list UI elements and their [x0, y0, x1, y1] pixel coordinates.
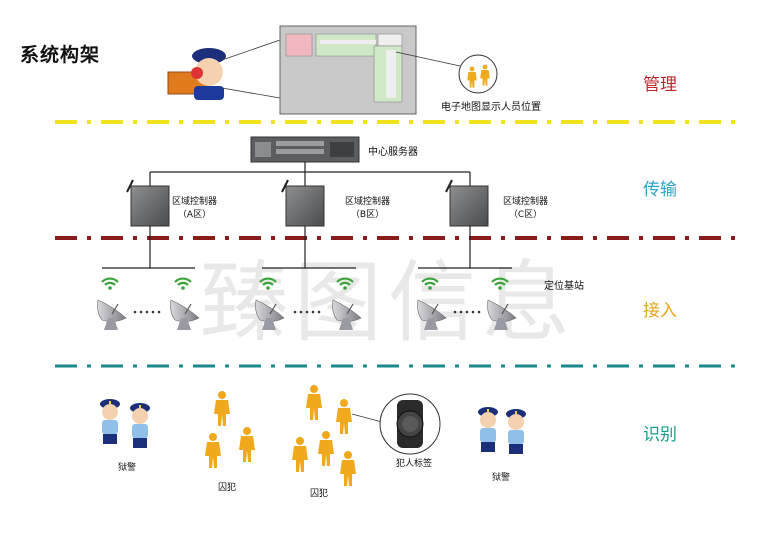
personnel-location-icon — [458, 54, 498, 94]
base-station-label: 定位基站 — [544, 281, 584, 292]
prisoner-tag-icon — [351, 393, 441, 455]
controller-c-label: 区域控制器（C区） — [503, 197, 549, 220]
diagram-title: 系统构架 — [20, 44, 101, 66]
layer-label-management: 管理 — [643, 75, 677, 95]
layer-label-transmission: 传输 — [643, 180, 677, 200]
controller-a-label: 区域控制器（A区） — [172, 197, 218, 220]
controller-a-icon — [126, 179, 170, 227]
guard-left-label: 狱警 — [118, 463, 137, 473]
base-station-icon — [96, 277, 127, 331]
controller-c-icon — [445, 179, 489, 227]
map-display-label: 电子地图显示人员位置 — [441, 102, 541, 113]
layer-label-identification: 识别 — [643, 425, 677, 445]
prisoner-group1-label: 囚犯 — [218, 483, 237, 493]
operator-icon — [167, 48, 226, 100]
prisoner-group2-label: 囚犯 — [310, 489, 329, 499]
base-station-icon — [486, 277, 517, 331]
layer-label-access: 接入 — [643, 301, 677, 321]
prisoner-icons-group2 — [292, 385, 356, 486]
ellipsis-dots — [133, 310, 481, 314]
controller-b-label: 区域控制器（B区） — [345, 197, 391, 220]
prisoner-tag-label: 犯人标签 — [396, 459, 433, 469]
base-station-icon — [331, 277, 362, 331]
central-server-label: 中心服务器 — [368, 147, 418, 158]
base-station-icon — [254, 277, 285, 331]
guard-right-label: 狱警 — [492, 473, 511, 483]
controller-b-icon — [281, 179, 325, 227]
guard-male-icon — [100, 399, 120, 444]
floor-map — [279, 25, 417, 115]
guard-female-icon — [506, 409, 526, 454]
base-station-icon — [169, 277, 200, 331]
central-server-icon — [250, 136, 360, 163]
prisoner-icons-group1 — [205, 391, 255, 468]
guard-male-icon — [478, 407, 498, 452]
guard-female-icon — [130, 403, 150, 448]
base-station-icon — [416, 277, 447, 331]
